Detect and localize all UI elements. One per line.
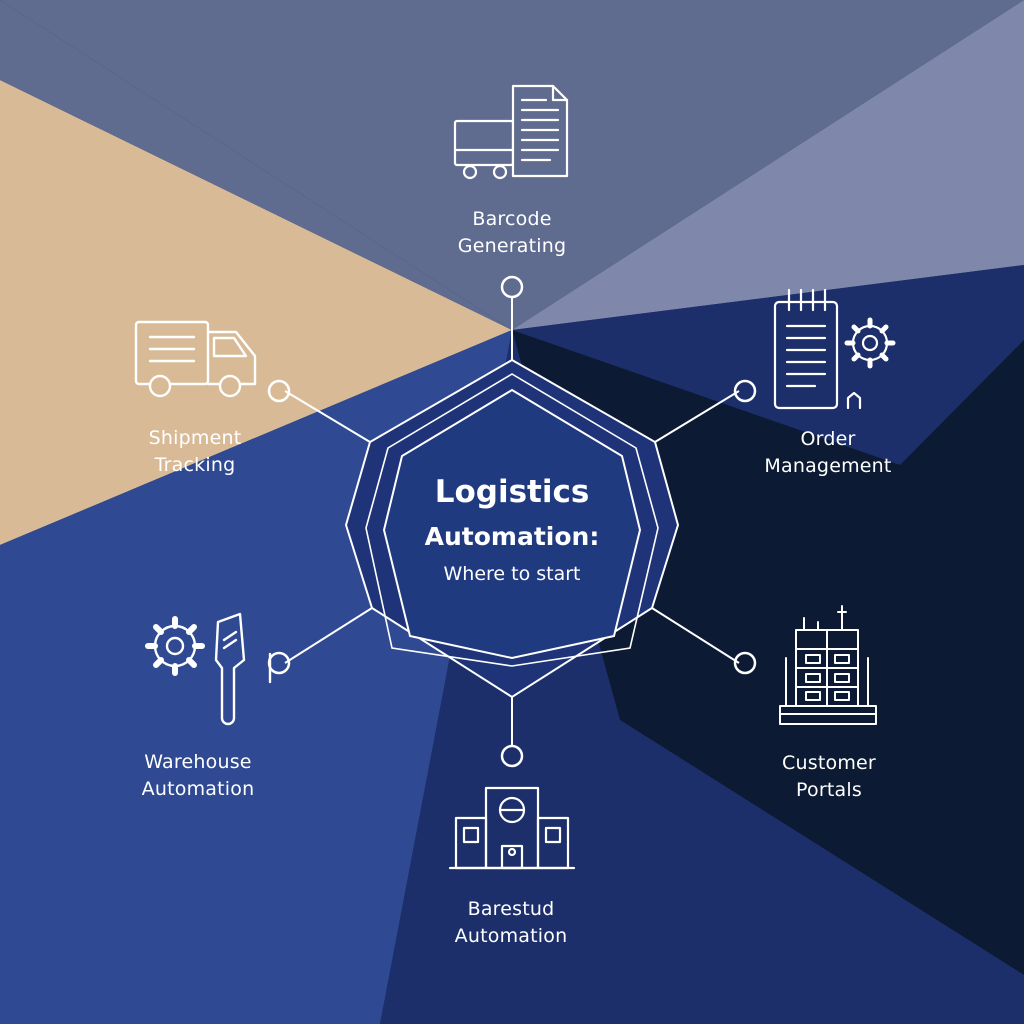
node-shipment-line1: Shipment [148, 427, 242, 449]
checklist-gear-icon [773, 288, 896, 410]
node-barestud-line2: Automation [454, 925, 568, 947]
wedge-top-right [512, 0, 1024, 330]
node-order-line2: Management [764, 455, 892, 477]
gear-wrench-icon [145, 612, 272, 726]
connector-dots [267, 275, 757, 768]
delivery-truck-icon [134, 320, 257, 398]
wedge-right [512, 265, 1024, 465]
node-warehouse-line1: Warehouse [144, 751, 252, 773]
node-customer-line2: Portals [796, 779, 862, 801]
node-barestud-line1: Barestud [467, 898, 555, 920]
node-barcode-line2: Generating [457, 235, 567, 257]
node-barcode-line1: Barcode [472, 208, 552, 230]
building-racks-icon [779, 605, 877, 725]
dot-top [500, 275, 524, 299]
wedge-left [0, 80, 512, 545]
octagon-inner [382, 388, 642, 660]
dot-bottom [500, 744, 524, 768]
connector-lower-right [651, 607, 740, 664]
center-subtitle: Automation: [424, 522, 600, 551]
center-title: Logistics [434, 474, 590, 510]
node-warehouse-line2: Automation [141, 778, 255, 800]
dot-lower-right [733, 651, 757, 675]
node-customer-label: Customer Portals [782, 750, 876, 804]
node-order-line1: Order [800, 428, 856, 450]
dot-upper-left [267, 379, 291, 403]
truck-document-icon [453, 84, 569, 180]
connector-upper-right [654, 390, 740, 443]
node-barcode-label: Barcode Generating [458, 206, 566, 260]
node-barestud-label: Barestud Automation [455, 896, 568, 950]
node-order-label: Order Management [764, 426, 891, 480]
node-warehouse-label: Warehouse Automation [142, 749, 255, 803]
octagon-middle [365, 373, 659, 667]
node-shipment-label: Shipment Tracking [149, 425, 242, 479]
node-customer-line1: Customer [782, 752, 876, 774]
wedge-top-left [0, 0, 512, 330]
center-tagline: Where to start [443, 563, 581, 585]
center-octagon [344, 358, 680, 699]
connector-upper-left [284, 390, 371, 443]
dot-upper-right [733, 379, 757, 403]
node-shipment-line2: Tracking [154, 454, 236, 476]
connector-lower-left [284, 607, 373, 664]
warehouse-building-icon [448, 786, 576, 870]
